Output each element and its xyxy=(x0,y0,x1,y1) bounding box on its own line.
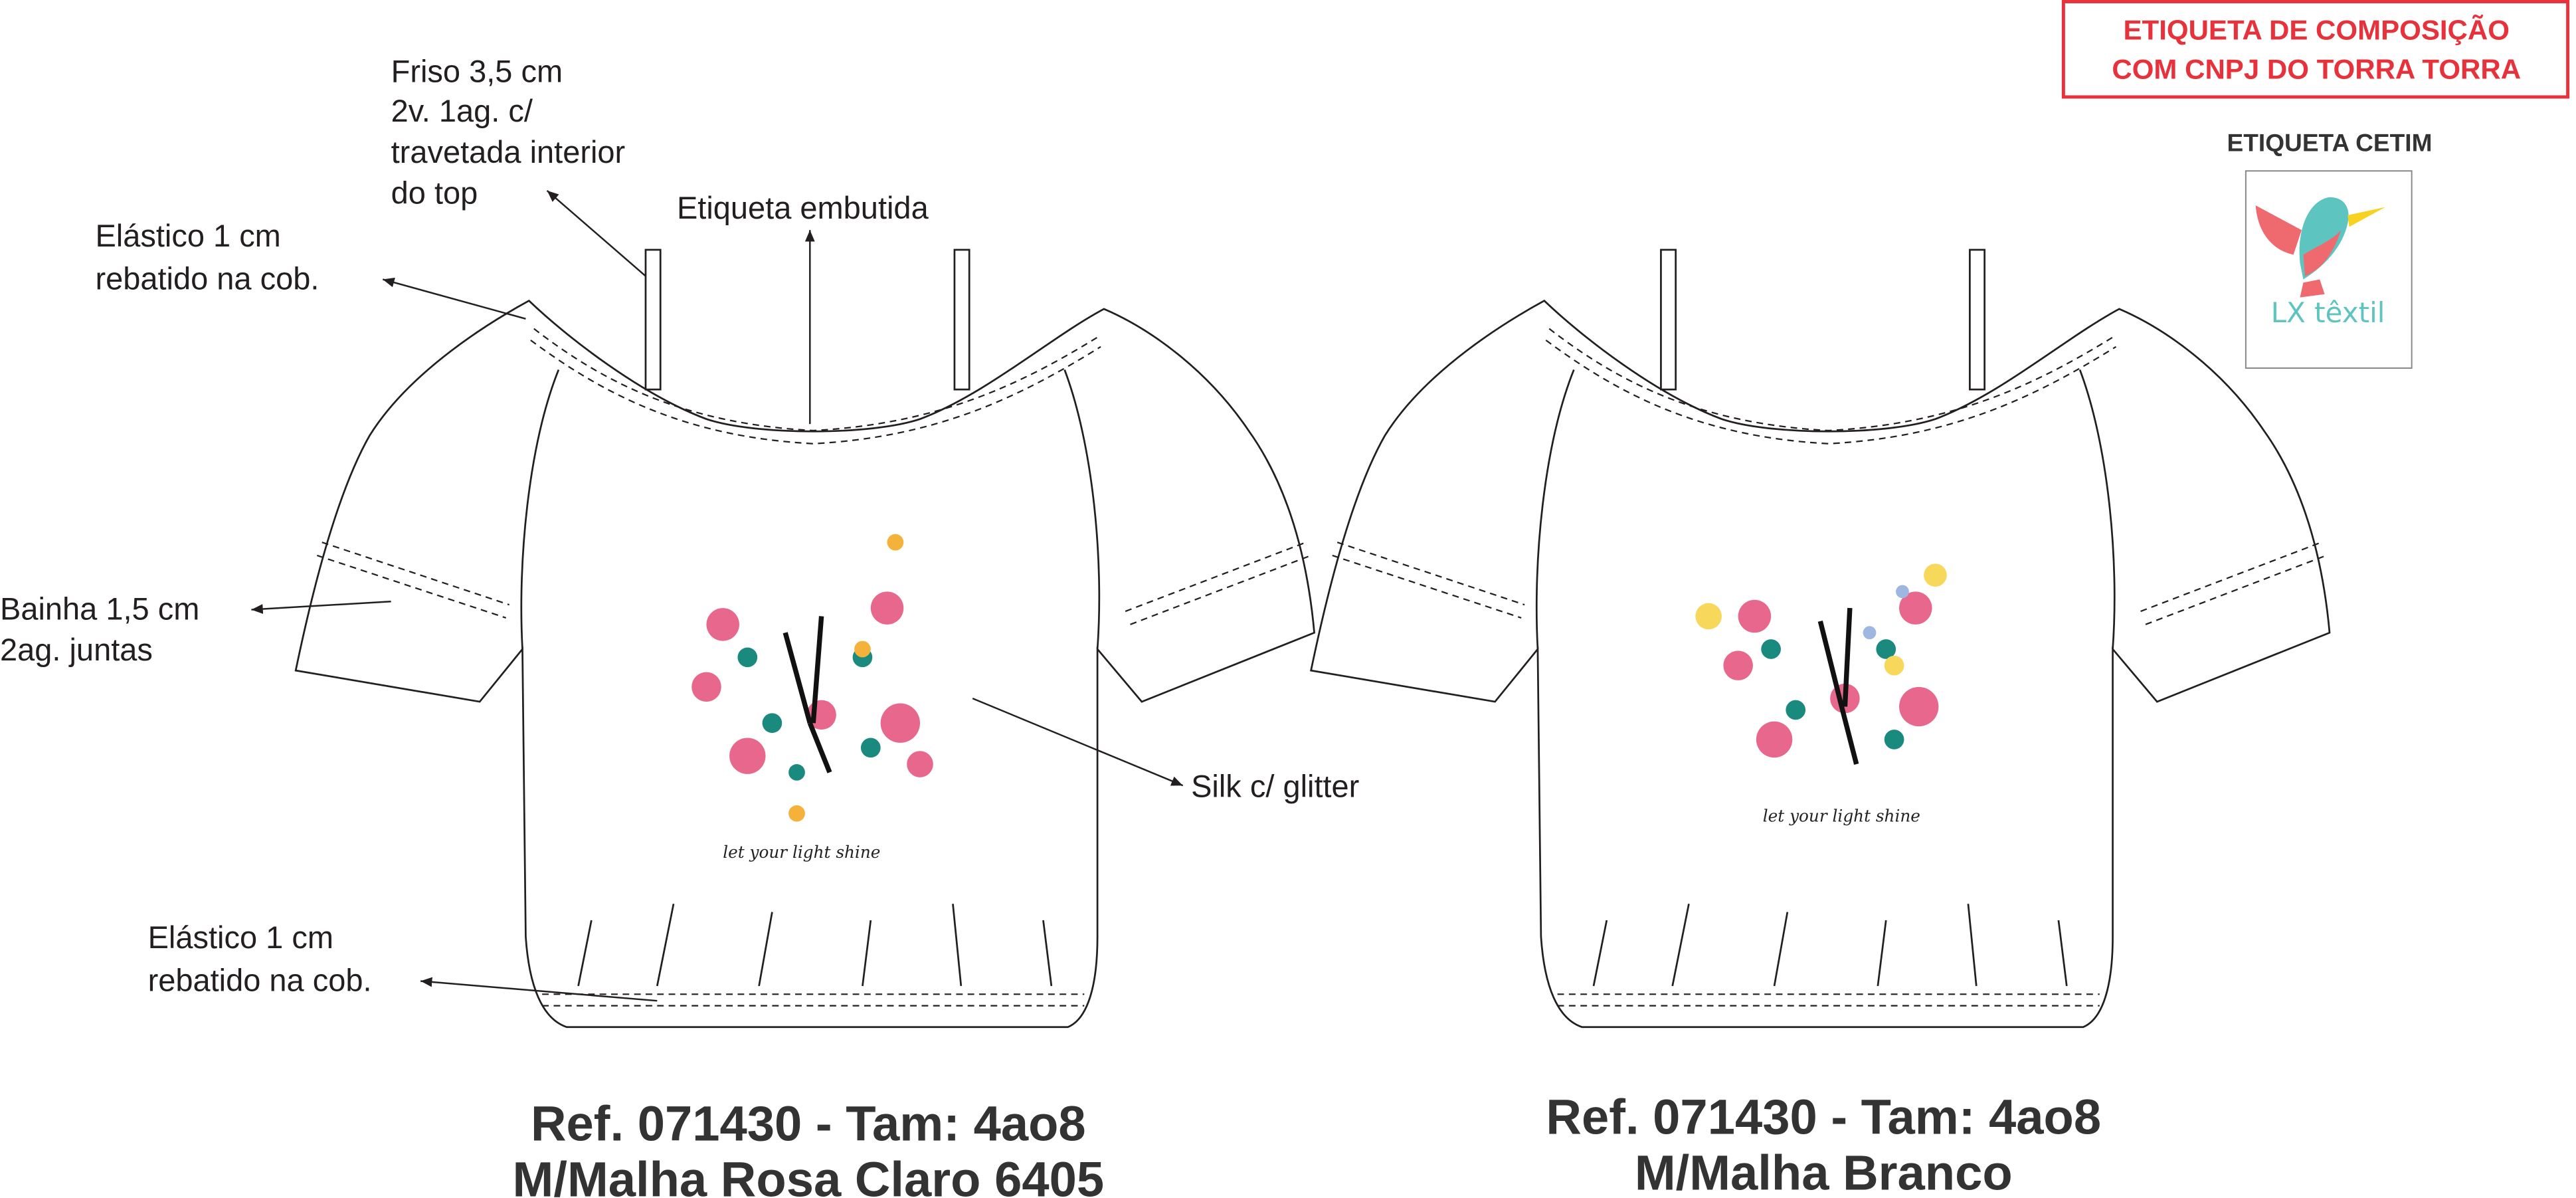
svg-text:Friso 3,5 cm: Friso 3,5 cm xyxy=(391,54,563,89)
svg-text:Elástico 1 cm: Elástico 1 cm xyxy=(148,920,333,955)
svg-text:LX têxtil: LX têxtil xyxy=(2271,296,2385,329)
svg-text:M/Malha Branco: M/Malha Branco xyxy=(1635,1146,2013,1198)
print-text-white: let your light shine xyxy=(1763,807,1920,826)
svg-text:ETIQUETA DE COMPOSIÇÃO: ETIQUETA DE COMPOSIÇÃO xyxy=(2123,14,2509,45)
svg-text:Etiqueta embutida: Etiqueta embutida xyxy=(677,190,929,225)
garment-pink xyxy=(294,249,1315,1029)
label-friso: Friso 3,5 cm 2v. 1ag. c/ travetada inter… xyxy=(391,54,646,277)
svg-text:travetada interior: travetada interior xyxy=(391,134,626,169)
svg-text:rebatido na cob.: rebatido na cob. xyxy=(148,962,372,997)
caption-white: Ref. 071430 - Tam: 4ao8 M/Malha Branco xyxy=(1546,1090,2101,1198)
svg-text:Elástico 1 cm: Elástico 1 cm xyxy=(95,218,280,253)
satin-label: ETIQUETA CETIM LX têxtil xyxy=(2227,129,2433,369)
butterfly-print-pink: let your light shine xyxy=(660,534,933,862)
svg-text:rebatido na cob.: rebatido na cob. xyxy=(95,260,319,296)
print-text: let your light shine xyxy=(723,843,880,862)
svg-text:Silk c/ glitter: Silk c/ glitter xyxy=(1191,769,1359,804)
composition-label-box: ETIQUETA DE COMPOSIÇÃO COM CNPJ DO TORRA… xyxy=(2061,0,2570,99)
svg-text:2ag. juntas: 2ag. juntas xyxy=(0,632,153,667)
label-etiqueta-embutida: Etiqueta embutida xyxy=(677,190,929,425)
caption-pink: Ref. 071430 - Tam: 4ao8 M/Malha Rosa Cla… xyxy=(513,1096,1105,1198)
butterfly-print-white: let your light shine xyxy=(1689,509,2001,847)
label-elastico-bottom: Elástico 1 cm rebatido na cob. xyxy=(148,920,658,1002)
svg-text:Ref. 071430 - Tam: 4ao8: Ref. 071430 - Tam: 4ao8 xyxy=(1546,1090,2101,1145)
svg-text:Bainha 1,5 cm: Bainha 1,5 cm xyxy=(0,591,199,626)
svg-text:ETIQUETA CETIM: ETIQUETA CETIM xyxy=(2227,129,2433,157)
svg-text:M/Malha Rosa Claro 6405: M/Malha Rosa Claro 6405 xyxy=(513,1152,1105,1198)
svg-text:2v. 1ag. c/: 2v. 1ag. c/ xyxy=(391,93,533,128)
label-bainha: Bainha 1,5 cm 2ag. juntas xyxy=(0,591,391,667)
svg-text:COM CNPJ DO TORRA TORRA: COM CNPJ DO TORRA TORRA xyxy=(2112,54,2521,85)
label-silk: Silk c/ glitter xyxy=(972,697,1359,804)
label-elastico-top: Elástico 1 cm rebatido na cob. xyxy=(95,218,526,320)
svg-text:do top: do top xyxy=(391,175,478,211)
svg-text:Ref. 071430 - Tam: 4ao8: Ref. 071430 - Tam: 4ao8 xyxy=(531,1096,1086,1151)
hummingbird-logo-icon xyxy=(2255,197,2386,298)
